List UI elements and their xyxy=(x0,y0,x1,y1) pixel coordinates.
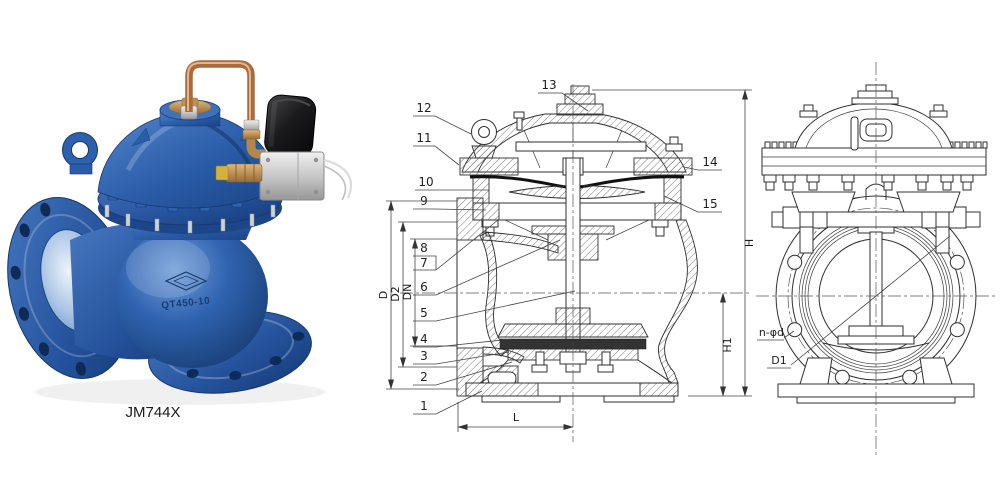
lifting-eyebolt xyxy=(62,132,98,175)
copper-pilot-pipe xyxy=(180,60,266,159)
dim-label-L: L xyxy=(513,411,520,424)
part-label-7: 7 xyxy=(420,256,428,270)
part-label-13: 13 xyxy=(541,78,556,92)
flange-bolt-stacks xyxy=(763,174,974,191)
front-label-bolt-holes: n-φd xyxy=(759,326,784,339)
brass-fitting xyxy=(225,163,263,183)
front-view: n-φd D1 xyxy=(756,62,998,455)
casting-mark: QT450-10 xyxy=(161,295,211,311)
lead-wire xyxy=(323,165,347,201)
part-label-15: 15 xyxy=(702,197,717,211)
model-caption: JM744X xyxy=(125,404,180,421)
dim-label-H: H xyxy=(743,239,756,247)
part-label-3: 3 xyxy=(420,349,428,363)
diaphragm-bonnet xyxy=(97,97,281,209)
solenoid-coil xyxy=(264,94,317,158)
part-label-8: 8 xyxy=(420,241,428,255)
valve-body: QT450-10 xyxy=(70,212,268,368)
solenoid-assembly xyxy=(215,94,353,201)
valve-photo: QT450-10 xyxy=(7,60,353,421)
part-label-6: 6 xyxy=(420,280,428,294)
dim-label-DN: DN xyxy=(401,284,414,301)
front-labels: n-φd D1 xyxy=(757,235,951,369)
part-label-4: 4 xyxy=(420,332,428,346)
bonnet-front xyxy=(761,84,988,254)
dim-label-D2: D2 xyxy=(389,286,402,301)
part-label-11: 11 xyxy=(416,131,431,145)
front-label-bolt-circle: D1 xyxy=(771,354,786,367)
eyebolt-section xyxy=(471,119,497,159)
lead-wire xyxy=(323,158,353,199)
inlet-flange-section xyxy=(456,197,484,397)
base-section xyxy=(465,359,679,403)
part-label-5: 5 xyxy=(420,306,428,320)
brand-diamond-icon xyxy=(164,271,208,291)
dimension-lines: D D2 DN H H1 L xyxy=(377,89,756,432)
part-label-14: 14 xyxy=(702,155,717,169)
part-label-10: 10 xyxy=(418,175,433,189)
dim-label-H1: H1 xyxy=(721,337,734,352)
part-label-2: 2 xyxy=(420,370,428,384)
part-label-12: 12 xyxy=(416,101,431,115)
part-label-1: 1 xyxy=(420,399,428,413)
dim-label-D: D xyxy=(377,291,390,299)
section-view: 13 12 11 10 9 8 7 6 5 4 3 2 1 14 15 D xyxy=(377,78,756,442)
